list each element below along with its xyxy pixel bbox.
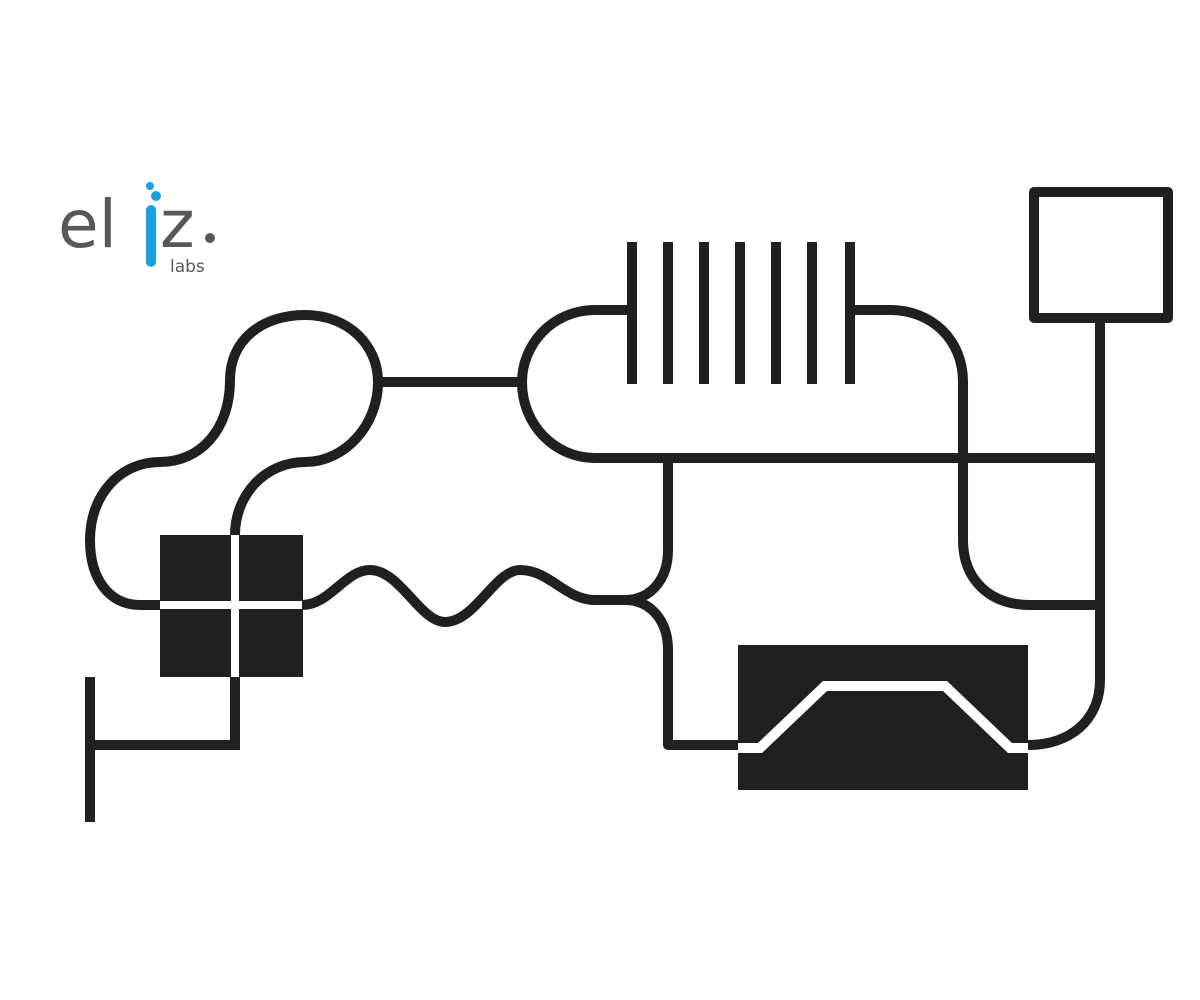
mixer-loop-channel — [517, 305, 1100, 463]
channels — [85, 187, 1173, 822]
inlet-channel — [85, 677, 240, 822]
outlet-channel — [1027, 318, 1105, 750]
lower-branch-channel — [624, 595, 742, 750]
logo-letter-z: z — [160, 186, 195, 263]
company-logo: el z labs — [58, 182, 215, 277]
right-loop-channel — [850, 305, 1100, 610]
comb-electrodes — [627, 242, 855, 384]
left-loop-channel — [85, 310, 383, 610]
cross-junction-block — [160, 535, 303, 677]
heater-block — [738, 645, 1028, 790]
serpentine-channel — [301, 458, 673, 627]
reservoir-chamber — [1029, 187, 1173, 323]
logo-test-tube — [146, 205, 156, 267]
logo-labs: labs — [170, 257, 205, 277]
logo-letters-el: el — [58, 186, 117, 263]
